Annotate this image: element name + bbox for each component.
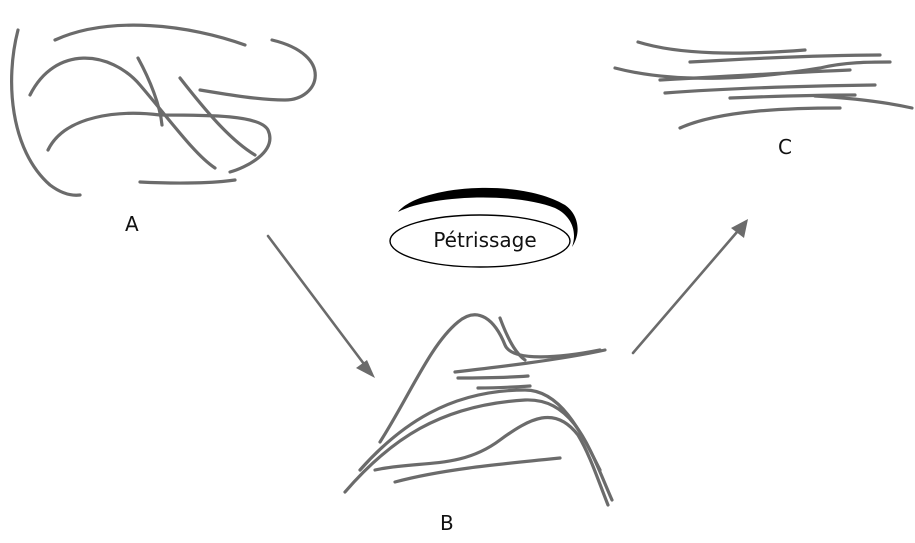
fiber-b-5 <box>478 386 530 388</box>
fiber-b-7 <box>345 400 612 500</box>
fiber-b-3 <box>455 350 605 372</box>
fiber-a-2 <box>55 25 245 45</box>
fiber-group-b <box>345 315 612 505</box>
fiber-a-1 <box>12 30 80 195</box>
fiber-b-4 <box>458 376 528 378</box>
fiber-c-7 <box>815 96 912 108</box>
fiber-b-9 <box>395 458 560 482</box>
fiber-c-4 <box>660 70 850 80</box>
arrowhead-a-to-b <box>356 360 375 378</box>
fiber-c-1 <box>638 42 805 53</box>
badge-text: Pétrissage <box>410 225 560 255</box>
fiber-c-2 <box>690 55 880 62</box>
label-a: A <box>125 212 139 236</box>
fiber-group-c <box>615 42 912 128</box>
fiber-b-6 <box>360 390 600 470</box>
fiber-a-3 <box>200 40 315 100</box>
fiber-c-8 <box>680 108 840 128</box>
fiber-c-5 <box>665 85 875 93</box>
label-c: C <box>778 135 792 159</box>
fiber-b-8 <box>375 417 608 505</box>
label-b: B <box>440 511 454 535</box>
fiber-group-a <box>12 25 316 195</box>
fiber-a-8 <box>140 180 235 183</box>
arrow-b-to-c <box>633 219 748 353</box>
arrow-a-to-b <box>268 236 375 378</box>
